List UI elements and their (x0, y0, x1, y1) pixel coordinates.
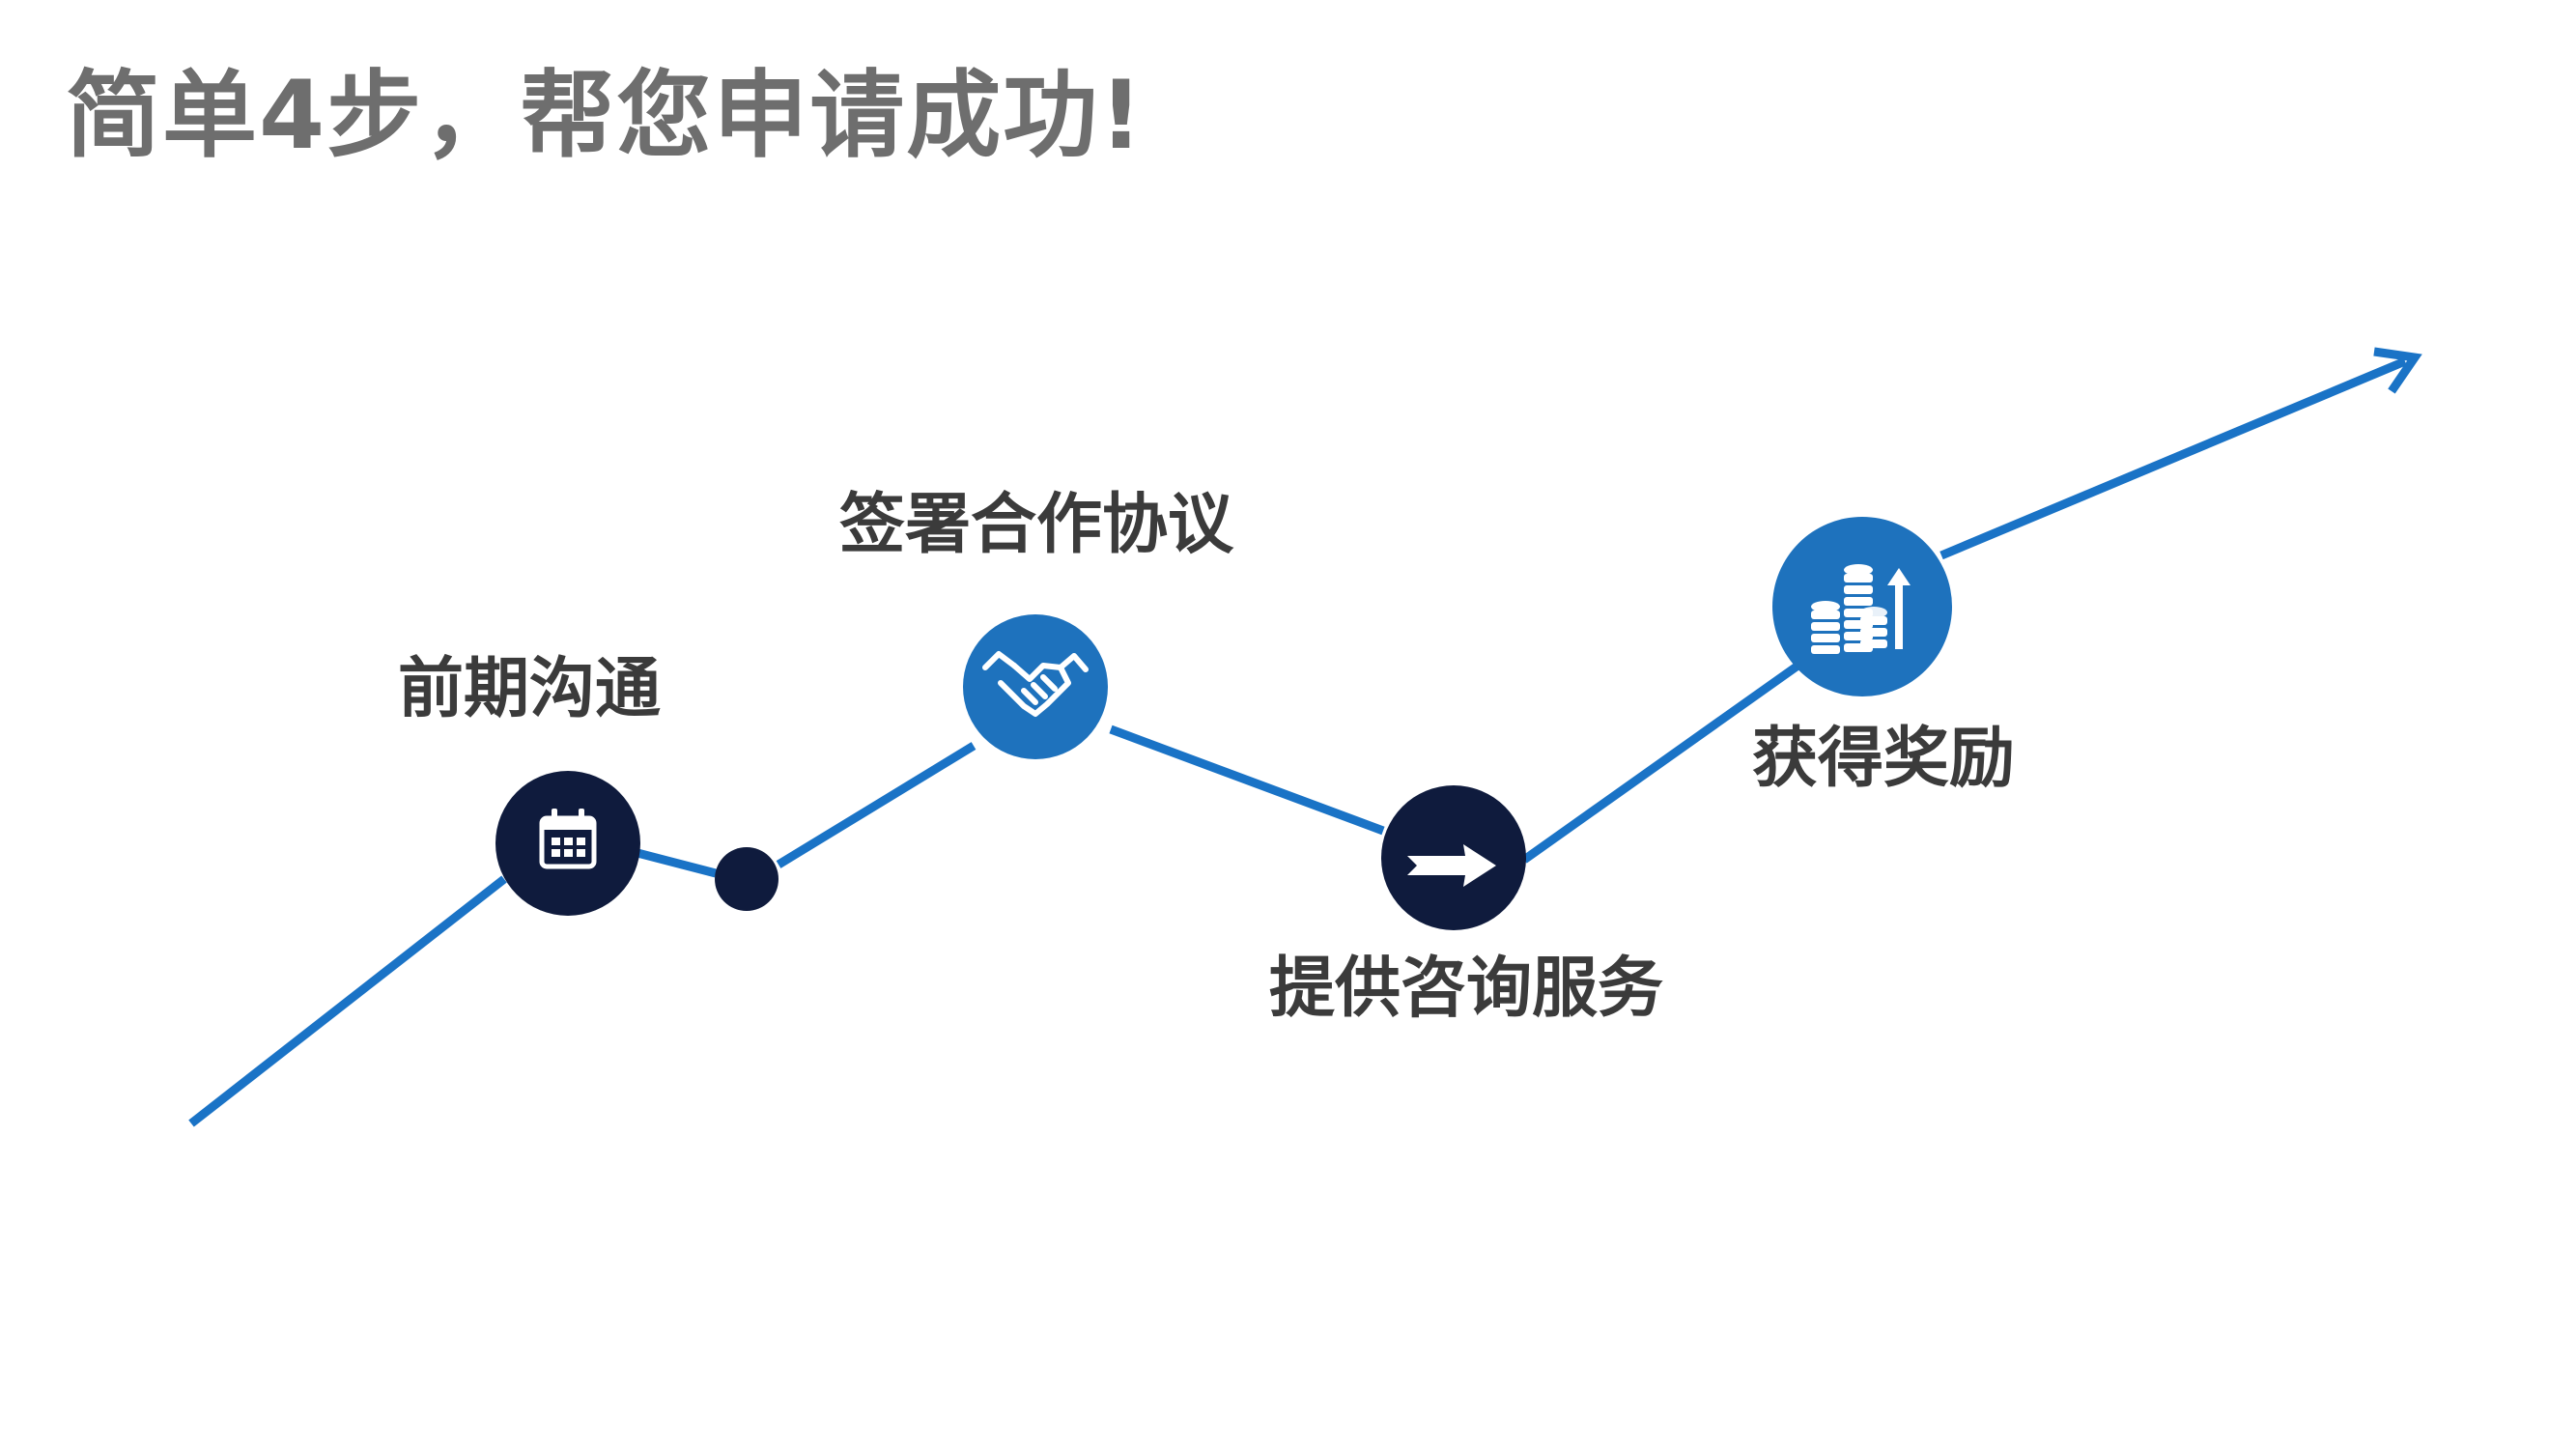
handshake-icon (982, 651, 1089, 717)
step-node-4 (1772, 517, 1952, 696)
calendar-icon (539, 809, 597, 869)
progress-line (188, 356, 2407, 1127)
line-segment (188, 875, 507, 1127)
arrow-head (2373, 347, 2422, 394)
step-node-3 (1381, 785, 1526, 930)
line-segment (1521, 663, 1799, 864)
small-dot (715, 847, 778, 911)
step-node-1 (495, 771, 640, 916)
step-label-4: 获得奖励 (1751, 721, 2016, 797)
line-segment (636, 848, 718, 878)
line-segment (1109, 724, 1385, 836)
line-segment (1939, 356, 2407, 560)
step-label-1: 前期沟通 (397, 651, 662, 727)
coins-growth-icon (1811, 564, 1911, 654)
step-label-3: 提供咨询服务 (1268, 951, 1664, 1027)
step-label-2: 签署合作协议 (838, 487, 1234, 563)
arrow-right-icon (1407, 844, 1496, 887)
line-segment (776, 742, 977, 868)
step-node-2 (963, 614, 1108, 759)
page-title: 简单4步，帮您申请成功! (66, 61, 1145, 171)
